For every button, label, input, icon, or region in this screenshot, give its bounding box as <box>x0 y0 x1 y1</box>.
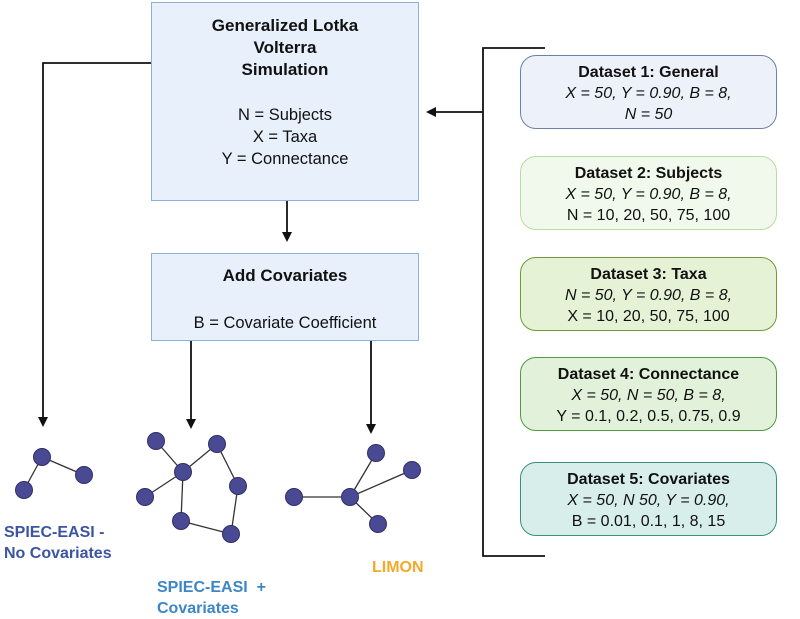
dataset-2-params: X = 50, Y = 0.90, B = 8, <box>565 186 732 203</box>
limon-network-node <box>403 461 421 479</box>
label-spiec-easi-no-covariates: SPIEC-EASI - No Covariates <box>4 522 112 564</box>
arrow-sim-to-noncov-network <box>38 62 151 427</box>
dataset-2-values: N = 10, 20, 50, 75, 100 <box>566 207 731 224</box>
label-cov-line-2: Covariates <box>157 600 239 617</box>
simulation-title-line-2: Volterra <box>253 38 317 57</box>
dataset-5-values: B = 0.01, 0.1, 1, 8, 15 <box>571 513 726 530</box>
param-taxa: X = Taxa <box>252 128 318 146</box>
dataset-4-box: Dataset 4: Connectance X = 50, N = 50, B… <box>520 357 777 431</box>
label-noncov-line-1: SPIEC-EASI - <box>4 524 105 541</box>
cov-network-node <box>208 435 226 453</box>
limon-network-node <box>367 444 385 462</box>
limon-network-node <box>285 488 303 506</box>
label-noncov-line-2: No Covariates <box>4 545 112 562</box>
limon-network-node <box>341 488 359 506</box>
simulation-params: N = Subjects X = Taxa Y = Connectance <box>152 104 418 170</box>
dataset-3-values: X = 10, 20, 50, 75, 100 <box>567 308 730 325</box>
label-limon: LIMON <box>372 559 424 576</box>
dataset-5-title: Dataset 5: Covariates <box>567 471 730 488</box>
dataset-4-title: Dataset 4: Connectance <box>557 366 740 383</box>
dataset-3-box: Dataset 3: Taxa N = 50, Y = 0.90, B = 8,… <box>520 257 777 331</box>
dataset-1-params: X = 50, Y = 0.90, B = 8, <box>565 85 732 102</box>
dataset-5-box: Dataset 5: Covariates X = 50, N 50, Y = … <box>520 462 777 536</box>
noncov-network-node <box>33 448 51 466</box>
dataset-2-box: Dataset 2: Subjects X = 50, Y = 0.90, B … <box>520 156 777 230</box>
network-spiec-easi-covariates <box>136 432 247 543</box>
cov-network-node <box>147 432 165 450</box>
simulation-title-line-1: Generalized Lotka <box>211 16 359 35</box>
dataset-1-title: Dataset 1: General <box>578 64 719 81</box>
network-spiec-easi-no-covariates <box>15 448 93 499</box>
dataset-1-box: Dataset 1: General X = 50, Y = 0.90, B =… <box>520 55 777 129</box>
cov-network-node <box>172 512 190 530</box>
covariates-box: Add Covariates B = Covariate Coefficient <box>151 253 419 341</box>
dataset-1-values: N = 50 <box>624 106 673 123</box>
label-cov-line-1: SPIEC-EASI + <box>157 579 266 596</box>
covariates-title: Add Covariates <box>222 266 348 285</box>
label-spiec-easi-covariates: SPIEC-EASI + Covariates <box>157 577 266 619</box>
simulation-title: Generalized Lotka Volterra Simulation <box>152 15 418 81</box>
limon-network-node <box>369 515 387 533</box>
dataset-3-params: N = 50, Y = 0.90, B = 8, <box>564 287 733 304</box>
dataset-bracket <box>482 47 545 557</box>
param-connectance: Y = Connectance <box>221 150 349 168</box>
param-covariate-coefficient: B = Covariate Coefficient <box>193 314 377 332</box>
cov-network-node <box>222 525 240 543</box>
network-limon <box>285 444 421 533</box>
noncov-network-node <box>75 466 93 484</box>
dataset-4-values: Y = 0.1, 0.2, 0.5, 0.75, 0.9 <box>556 408 741 425</box>
dataset-2-title: Dataset 2: Subjects <box>574 165 723 182</box>
cov-network-node <box>174 463 192 481</box>
limon-network-edge <box>349 469 413 498</box>
cov-network-node <box>136 488 154 506</box>
cov-network-node <box>229 477 247 495</box>
noncov-network-node <box>15 481 33 499</box>
simulation-box: Generalized Lotka Volterra Simulation N … <box>151 2 419 201</box>
param-subjects: N = Subjects <box>237 106 332 124</box>
simulation-title-line-3: Simulation <box>241 60 329 79</box>
dataset-3-title: Dataset 3: Taxa <box>590 266 707 283</box>
dataset-5-params: X = 50, N 50, Y = 0.90, <box>567 492 730 509</box>
dataset-4-params: X = 50, N = 50, B = 8, <box>571 387 726 404</box>
